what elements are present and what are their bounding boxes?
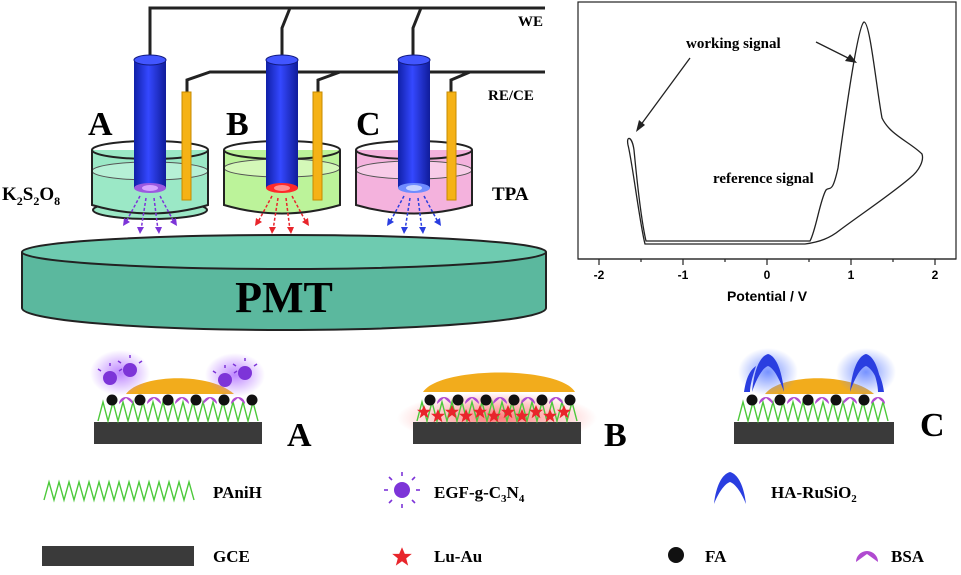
sensor-c [734, 348, 896, 444]
cell-a [91, 54, 209, 220]
ha-ruSiO2-left [738, 348, 798, 396]
legend-panih-icon [43, 479, 195, 503]
emission-arrowheads-b [255, 218, 309, 234]
x-tick-label: 2 [932, 268, 939, 282]
bsa-fa-row [106, 394, 258, 406]
legend-ha-label: HA-RuSiO2 [771, 483, 857, 505]
cv-plot: -2 -1 0 1 2 Potential / V working signal… [577, 1, 957, 304]
legend-bsa-label: BSA [891, 547, 925, 566]
annotation-arrowheads [636, 54, 857, 132]
gce-electrode [413, 422, 581, 444]
gce-electrode [94, 422, 262, 444]
legend-fa-label: FA [705, 547, 727, 566]
cell-b [223, 54, 341, 215]
cell-letter-b: B [226, 106, 249, 143]
emission-arrowheads-c [387, 218, 441, 234]
working-electrode-a [134, 60, 166, 188]
film-layer [423, 372, 575, 392]
tpa-label: TPA [492, 184, 529, 205]
x-tick-label: -1 [678, 268, 689, 282]
emission-arrows-b [257, 195, 307, 231]
legend-egf-label: EGF-g-C3N4 [434, 483, 525, 505]
egf-glow-right [205, 353, 265, 397]
pmt-label: PMT [235, 273, 333, 322]
reference-signal-label: reference signal [713, 171, 814, 187]
legend-ha-ruSiO2-icon [714, 472, 746, 504]
legend-lu-au-label: Lu-Au [434, 547, 482, 566]
pmt-detector [21, 234, 547, 331]
legend-gce-label: GCE [213, 547, 250, 566]
sensor-letter-b: B [604, 417, 627, 454]
emission-arrows-a [125, 195, 175, 231]
re-ce-label: RE/CE [488, 88, 534, 104]
cv-curve [626, 21, 924, 245]
legend: PAniH EGF-g-C3N4 HA-RuSiO2 GCE Lu-Au FA … [42, 472, 925, 566]
ha-ruSiO2-right [836, 348, 896, 396]
legend-egf-icon [384, 472, 420, 508]
x-tick-label: 1 [848, 268, 855, 282]
sensor-letter-c: C [920, 407, 945, 444]
x-axis-label: Potential / V [727, 288, 808, 304]
panih-layer [97, 399, 259, 424]
legend-gce-icon [42, 546, 194, 566]
x-tick-label: 0 [764, 268, 771, 282]
bsa-fa-row [746, 394, 885, 406]
annotation-arrows [639, 41, 853, 127]
working-electrode-b [266, 60, 298, 188]
egf-glow-left [90, 350, 150, 396]
legend-lu-au-icon [392, 547, 412, 566]
sensor-a [90, 350, 265, 444]
we-wire [148, 6, 545, 60]
cell-letter-a: A [88, 106, 113, 143]
legend-bsa-icon [856, 551, 878, 562]
emission-arrows-c [389, 195, 439, 231]
cell-c [355, 54, 473, 215]
re-ce-wire [185, 70, 545, 92]
legend-fa-icon [668, 547, 684, 563]
k2s2o8-label: K2S2O8 [2, 184, 60, 208]
counter-electrode-a [181, 91, 192, 201]
sensor-b [397, 372, 597, 444]
cell-letter-c: C [356, 106, 381, 143]
sensor-letter-a: A [287, 417, 312, 454]
emission-arrowheads-a [123, 218, 177, 234]
working-signal-label: working signal [686, 36, 781, 52]
x-ticks [598, 259, 936, 265]
bsa-fa-row [424, 394, 576, 406]
counter-electrode-c [446, 91, 457, 201]
working-electrode-c [398, 60, 430, 188]
gce-electrode [734, 422, 894, 444]
we-label: WE [518, 14, 543, 30]
legend-panih-label: PAniH [213, 483, 262, 502]
counter-electrode-b [312, 91, 323, 201]
x-tick-label: -2 [594, 268, 605, 282]
